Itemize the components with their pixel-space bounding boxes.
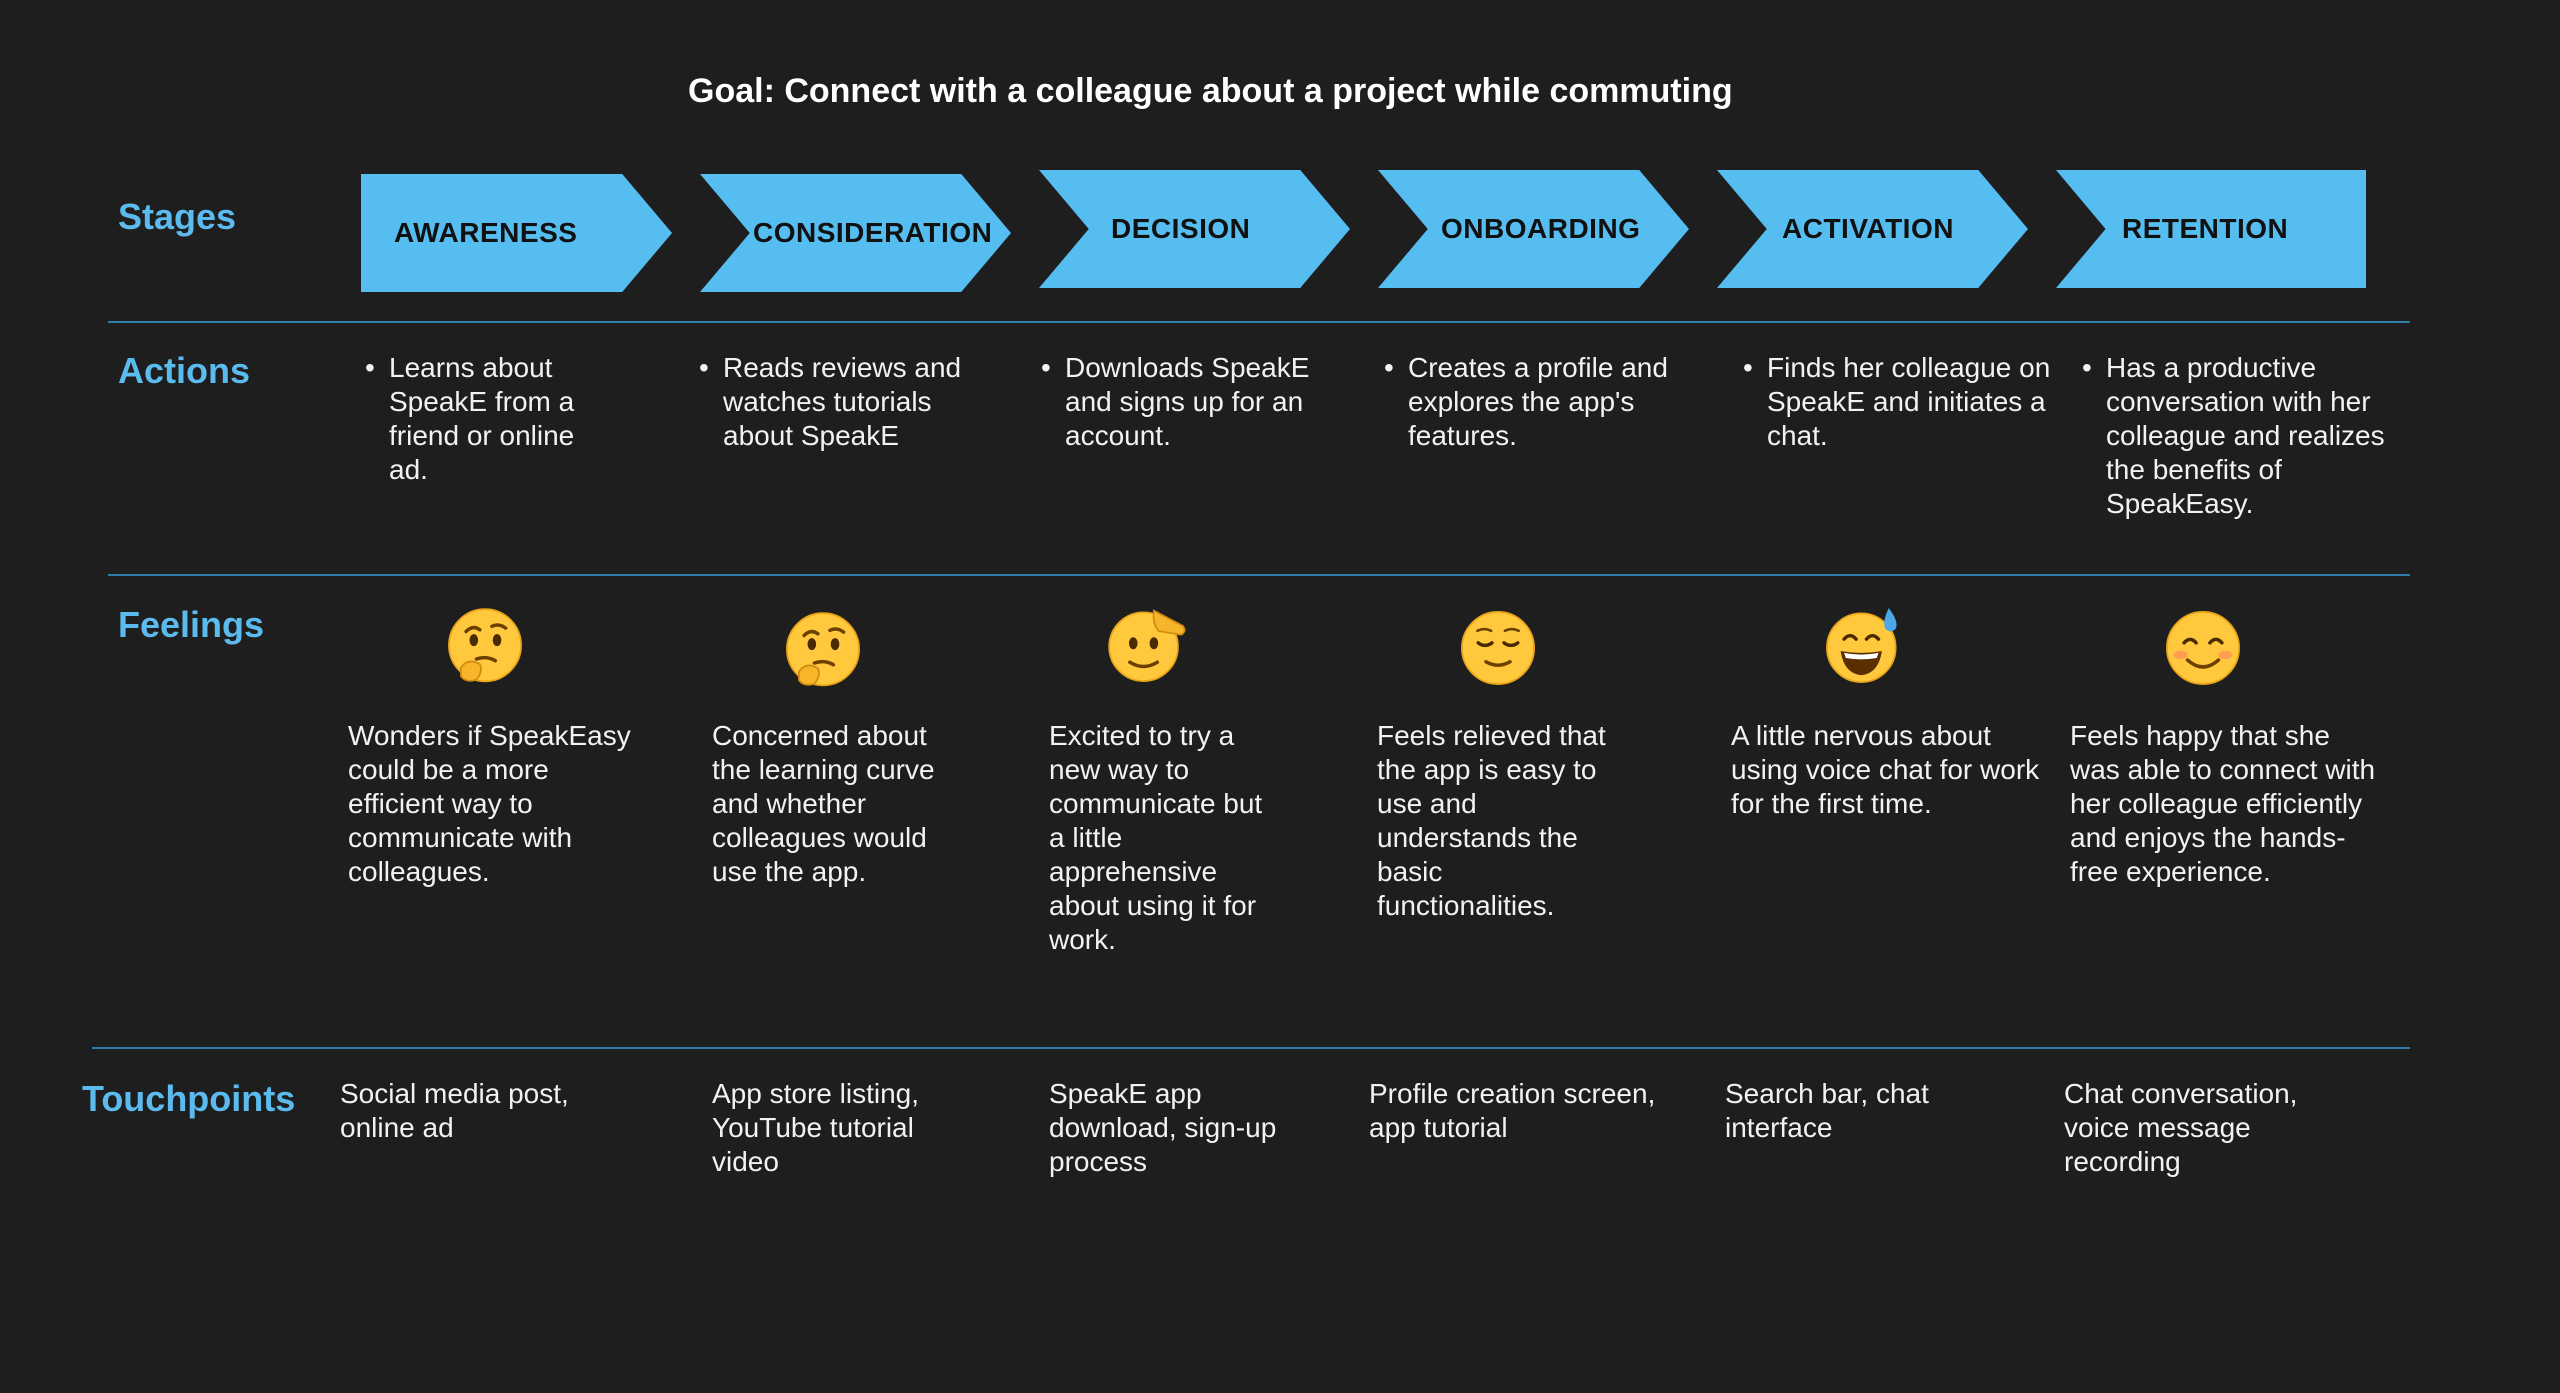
feeling-awareness: Wonders if SpeakEasy could be a more eff…	[348, 720, 631, 887]
action-consideration: Reads reviews and watches tutorials abou…	[697, 351, 987, 453]
touchpoint-activation: Search bar, chat interface	[1725, 1078, 1929, 1143]
touchpoint-onboarding: Profile creation screen, app tutorial	[1369, 1078, 1656, 1143]
touchpoint-retention: Chat conversation, voice message recordi…	[2064, 1078, 2298, 1177]
stage-chevron-awareness: AWARENESS	[361, 174, 672, 292]
row-label-stages: Stages	[118, 196, 237, 237]
stage-name: AWARENESS	[394, 217, 578, 248]
saluting-face-icon	[1108, 609, 1186, 682]
row-label-feelings: Feelings	[118, 604, 265, 645]
divider-feelings-touchpoints	[92, 1047, 2410, 1049]
touchpoint-awareness: Social media post, online ad	[340, 1078, 569, 1143]
grinning-sweat-face-icon	[1826, 608, 1897, 683]
feeling-consideration: Concerned about the learning curve and w…	[712, 720, 935, 887]
stage-name: ACTIVATION	[1782, 213, 1954, 244]
touchpoint-consideration: App store listing, YouTube tutorial vide…	[712, 1078, 919, 1177]
action-awareness: Learns about SpeakE from a friend or onl…	[363, 351, 613, 487]
stage-chevron-retention: RETENTION	[2056, 170, 2366, 288]
thinking-face-icon	[786, 612, 860, 687]
divider-actions-feelings	[108, 574, 2410, 576]
stage-chevron-onboarding: ONBOARDING	[1378, 170, 1689, 288]
stage-chevron-consideration: CONSIDERATION	[700, 174, 1011, 292]
action-retention: Has a productive conversation with her c…	[2080, 351, 2390, 521]
smiling-face-icon	[2166, 611, 2240, 685]
divider-stages-actions	[108, 321, 2410, 323]
action-activation: Finds her colleague on SpeakE and initia…	[1741, 351, 2051, 453]
row-label-touchpoints: Touchpoints	[82, 1078, 296, 1119]
stage-name: DECISION	[1111, 213, 1251, 244]
touchpoint-decision: SpeakE app download, sign-up process	[1049, 1078, 1277, 1177]
feeling-onboarding: Feels relieved that the app is easy to u…	[1377, 720, 1606, 921]
journey-goal-title: Goal: Connect with a colleague about a p…	[688, 72, 1733, 110]
action-onboarding: Creates a profile and explores the app's…	[1382, 351, 1692, 453]
action-decision: Downloads SpeakE and signs up for an acc…	[1039, 351, 1329, 453]
row-label-actions: Actions	[118, 350, 251, 391]
feeling-activation: A little nervous about using voice chat …	[1731, 720, 2040, 819]
stage-name: CONSIDERATION	[753, 217, 993, 248]
feeling-retention: Feels happy that she was able to connect…	[2070, 720, 2376, 887]
stage-name: RETENTION	[2122, 213, 2289, 244]
stage-name: ONBOARDING	[1441, 213, 1641, 244]
thinking-face-icon	[448, 608, 522, 683]
feeling-decision: Excited to try a new way to communicate …	[1049, 720, 1263, 955]
relieved-face-icon	[1461, 611, 1535, 685]
stage-chevron-activation: ACTIVATION	[1717, 170, 2028, 288]
stage-chevron-decision: DECISION	[1039, 170, 1350, 288]
